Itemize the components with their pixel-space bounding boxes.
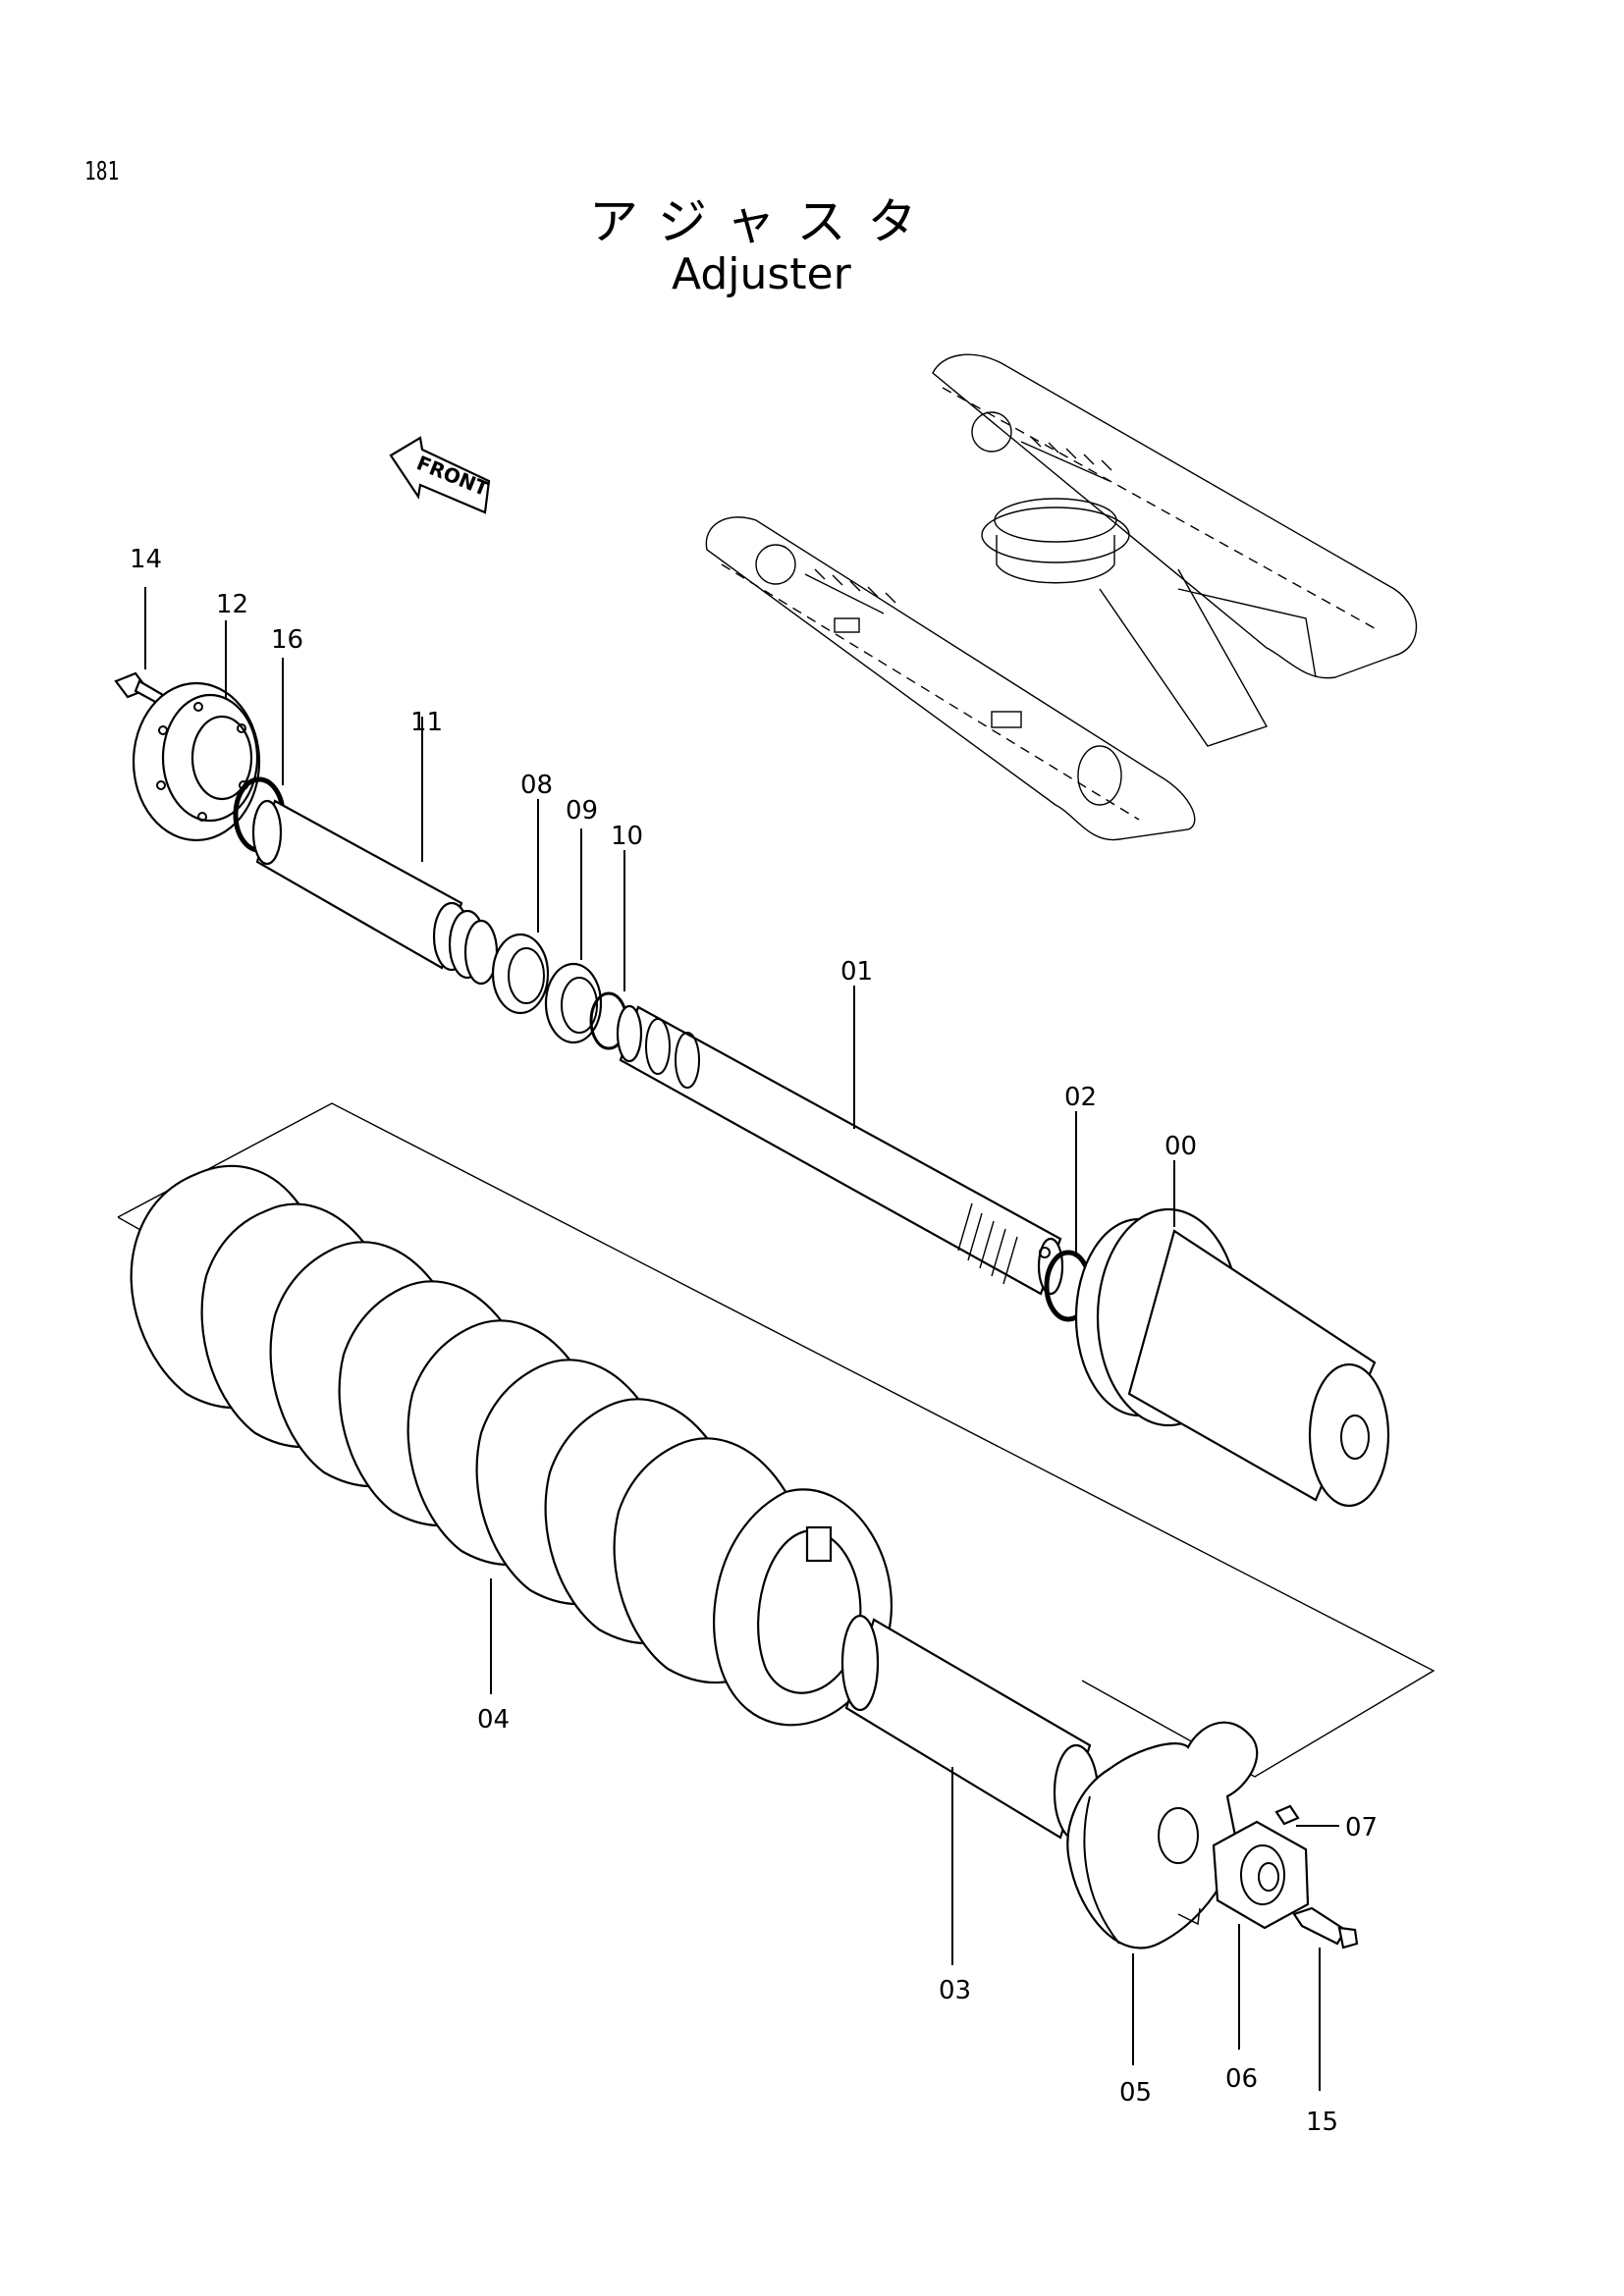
part-12-flange: 12 (132, 590, 261, 842)
label-05: 05 (1119, 2078, 1152, 2108)
label-04: 04 (477, 1705, 510, 1735)
label-14: 14 (130, 545, 162, 574)
part-01-rod: 01 (616, 957, 1064, 1296)
label-16: 16 (271, 625, 303, 655)
part-06-nut: 06 (1212, 1820, 1310, 2094)
label-08: 08 (520, 771, 553, 800)
part-14-bolt: 14 (114, 545, 165, 705)
label-06: 06 (1225, 2064, 1258, 2094)
title-japanese: アジャスタ (589, 193, 939, 250)
part-03-rod: 03 (840, 1614, 1100, 2005)
label-01: 01 (840, 957, 873, 987)
label-12: 12 (216, 590, 248, 619)
part-08-ring: 08 (491, 771, 553, 1015)
part-05-bracket: 05 (1066, 1721, 1259, 2108)
part-00-cylinder: 00 (1074, 1132, 1390, 1508)
label-11: 11 (410, 708, 443, 737)
label-03: 03 (939, 1976, 971, 2005)
label-09: 09 (566, 796, 598, 826)
part-07-plug: 07 (1274, 1804, 1378, 1842)
part-04-spring: 04 (130, 1164, 893, 1735)
label-00: 00 (1164, 1132, 1197, 1161)
track-frame-inset (705, 353, 1418, 841)
label-10: 10 (611, 822, 643, 851)
label-15: 15 (1306, 2108, 1338, 2137)
title-english: Adjuster (672, 249, 851, 299)
label-07: 07 (1345, 1813, 1378, 1842)
part-15-grease-fitting: 15 (1292, 1906, 1359, 2137)
label-02: 02 (1064, 1083, 1097, 1112)
front-arrow-icon: FRONT (389, 436, 492, 514)
part-11-cylinder: 11 (251, 708, 499, 986)
page-number: 181 (84, 157, 120, 187)
part-09-ring: 09 (544, 796, 603, 1044)
